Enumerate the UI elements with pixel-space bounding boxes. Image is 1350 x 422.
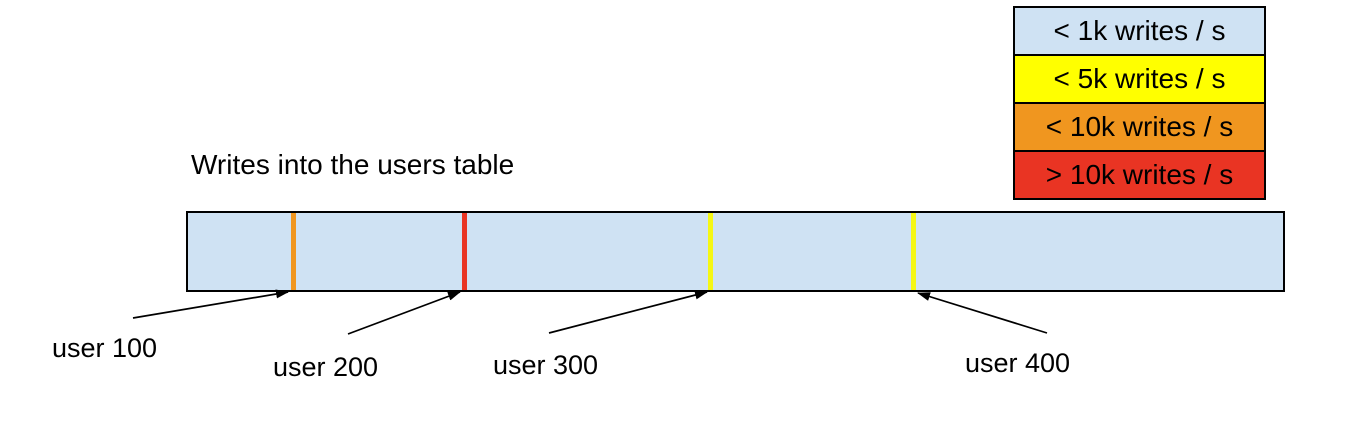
user-label-user-400: user 400 (965, 348, 1071, 378)
annotation-arrow-user-100 (132, 289, 289, 319)
user-label-user-100: user 100 (52, 333, 158, 363)
diagram-title: Writes into the users table (191, 149, 515, 180)
write-hotspot-marker-user-300 (707, 213, 713, 290)
legend-item-lt-1k: < 1k writes / s (1015, 8, 1264, 56)
annotation-arrow-user-400 (917, 292, 1048, 334)
legend: < 1k writes / s < 5k writes / s < 10k wr… (1013, 6, 1266, 200)
legend-item-lt-5k: < 5k writes / s (1015, 56, 1264, 104)
user-label-user-300: user 300 (493, 350, 599, 380)
users-table-bar (186, 211, 1285, 292)
legend-item-lt-10k: < 10k writes / s (1015, 104, 1264, 152)
write-hotspot-marker-user-400 (910, 213, 916, 290)
legend-item-gt-10k: > 10k writes / s (1015, 152, 1264, 198)
annotation-arrow-user-300 (548, 290, 708, 334)
annotation-arrow-user-200 (347, 291, 461, 335)
user-label-user-200: user 200 (273, 352, 379, 382)
write-hotspot-marker-user-200 (461, 213, 467, 290)
write-hotspot-marker-user-100 (290, 213, 296, 290)
